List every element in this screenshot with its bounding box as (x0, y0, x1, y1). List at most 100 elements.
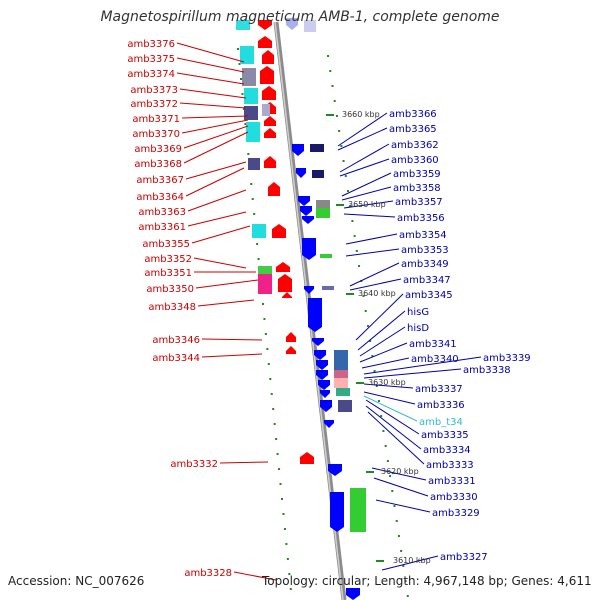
gene-label-amb3370[interactable]: amb3370 (132, 129, 180, 140)
gene-label-amb3338[interactable]: amb3338 (463, 365, 511, 376)
label-leader-line (365, 399, 420, 435)
kbp-label: 3650 kbp (348, 200, 386, 209)
label-leader-line (355, 293, 404, 341)
label-leader-line (201, 353, 263, 358)
kbp-label: 3640 kbp (358, 289, 396, 298)
gene-label-amb3357[interactable]: amb3357 (395, 197, 443, 208)
ruler-tick (327, 55, 330, 57)
ruler-tick (251, 198, 254, 200)
label-leader-line (233, 571, 277, 581)
gene-label-amb3330[interactable]: amb3330 (430, 492, 478, 503)
gene-label-amb3328[interactable]: amb3328 (184, 568, 232, 579)
gene-label-amb3374[interactable]: amb3374 (127, 69, 175, 80)
gene-label-amb3365[interactable]: amb3365 (389, 124, 437, 135)
gene-label-amb3368[interactable]: amb3368 (134, 159, 182, 170)
gene-label-amb3333[interactable]: amb3333 (426, 460, 474, 471)
ruler-tick (389, 475, 392, 477)
label-leader-line (201, 338, 263, 341)
ruler-tick (282, 513, 285, 515)
gene-label-amb3367[interactable]: amb3367 (136, 175, 184, 186)
ruler-tick (351, 220, 354, 222)
gene-arrow (260, 66, 274, 84)
gene-label-amb3340[interactable]: amb3340 (411, 354, 459, 365)
gene-label-amb3344[interactable]: amb3344 (152, 353, 200, 364)
gene-label-amb3339[interactable]: amb3339 (483, 353, 531, 364)
label-leader-line (187, 211, 247, 227)
label-leader-line (191, 225, 251, 244)
label-leader-line (363, 391, 416, 405)
gene-label-amb3362[interactable]: amb3362 (391, 140, 439, 151)
gene-arrow (316, 360, 328, 370)
gene-arrow (292, 144, 304, 156)
gene-label-amb3349[interactable]: amb3349 (401, 259, 449, 270)
gene-label-amb3336[interactable]: amb3336 (417, 400, 465, 411)
ruler-tick (253, 213, 256, 215)
gene-label-amb3327[interactable]: amb3327 (440, 552, 488, 563)
gene-label-amb3350[interactable]: amb3350 (146, 284, 194, 295)
gene-label-amb3346[interactable]: amb3346 (152, 335, 200, 346)
gene-arrow (316, 370, 328, 380)
gene-label-amb3371[interactable]: amb3371 (132, 114, 180, 125)
gene-label-amb3348[interactable]: amb3348 (148, 302, 196, 313)
ruler-tick (266, 348, 269, 350)
label-leader-line (357, 310, 406, 351)
gene-label-amb3331[interactable]: amb3331 (428, 476, 476, 487)
gene-label-amb3356[interactable]: amb3356 (397, 213, 445, 224)
right-gene-labels: amb3366 amb3365 amb3362 amb3360 amb3359 amb33… (389, 109, 531, 563)
gene-label-amb3354[interactable]: amb3354 (399, 230, 447, 241)
gene-label-amb3345[interactable]: amb3345 (405, 290, 453, 301)
gene-arrow (330, 492, 344, 532)
gene-label-amb3364[interactable]: amb3364 (136, 192, 184, 203)
ruler-tick (338, 130, 341, 132)
gene-label-amb3373[interactable]: amb3373 (130, 85, 178, 96)
ruler-tick (375, 385, 378, 387)
label-leader-line (176, 72, 245, 85)
gene-arrow (272, 224, 286, 238)
gene-label-amb3361[interactable]: amb3361 (138, 222, 186, 233)
gene-box (338, 400, 352, 412)
gene-label-amb3351[interactable]: amb3351 (144, 268, 192, 279)
gene-arrow (264, 156, 276, 168)
gene-features (236, 18, 366, 600)
gene-box (310, 144, 324, 152)
label-leader-line (176, 42, 245, 63)
ruler-tick (237, 48, 240, 50)
gene-label-amb3372[interactable]: amb3372 (130, 99, 178, 110)
gene-label-hisD[interactable]: hisD (407, 323, 429, 334)
gene-label-hisG[interactable]: hisG (407, 307, 429, 318)
gene-label-amb3363[interactable]: amb3363 (138, 207, 186, 218)
kbp-label: 3630 kbp (368, 378, 406, 387)
gene-label-amb_t34[interactable]: amb_t34 (419, 417, 463, 428)
gene-label-amb3332[interactable]: amb3332 (170, 459, 218, 470)
gene-label-amb3334[interactable]: amb3334 (423, 445, 471, 456)
gene-label-amb3366[interactable]: amb3366 (389, 109, 437, 120)
gene-arrow (324, 420, 334, 428)
gene-label-amb3375[interactable]: amb3375 (127, 54, 175, 65)
label-leader-line (193, 257, 247, 269)
ruler-tick (386, 460, 389, 462)
gene-label-amb3353[interactable]: amb3353 (401, 245, 449, 256)
gene-label-amb3360[interactable]: amb3360 (391, 155, 439, 166)
gene-label-amb3329[interactable]: amb3329 (432, 508, 480, 519)
ruler-tick (397, 535, 400, 537)
gene-label-amb3341[interactable]: amb3341 (409, 339, 457, 350)
label-leader-line (179, 102, 247, 109)
gene-label-amb3337[interactable]: amb3337 (415, 384, 463, 395)
gene-arrow (302, 216, 314, 224)
gene-label-amb3347[interactable]: amb3347 (403, 275, 451, 286)
ruler-tick (276, 453, 279, 455)
gene-label-amb3359[interactable]: amb3359 (393, 169, 441, 180)
gene-arrow (300, 206, 312, 216)
ruler-tick (395, 520, 398, 522)
gene-label-amb3369[interactable]: amb3369 (134, 144, 182, 155)
gene-label-amb3376[interactable]: amb3376 (127, 39, 175, 50)
gene-arrow (302, 238, 316, 260)
ruler-major-tick (366, 471, 374, 473)
ruler-tick (257, 258, 260, 260)
gene-label-amb3355[interactable]: amb3355 (142, 239, 190, 250)
gene-label-amb3352[interactable]: amb3352 (144, 254, 192, 265)
ruler-tick (349, 205, 352, 207)
gene-label-amb3358[interactable]: amb3358 (393, 183, 441, 194)
gene-label-amb3335[interactable]: amb3335 (421, 430, 469, 441)
gene-box (252, 224, 266, 238)
